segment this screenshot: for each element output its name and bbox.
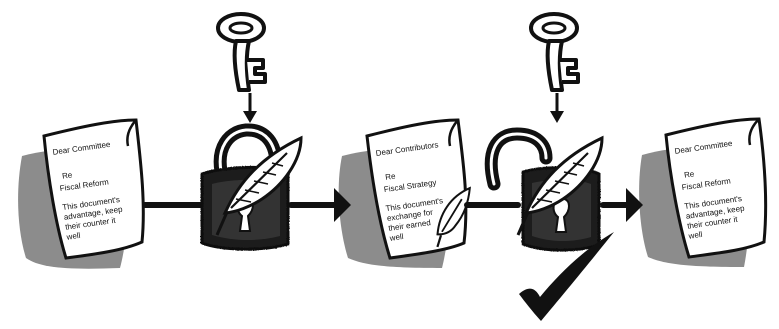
flow-arrow-4	[603, 188, 643, 222]
document-text-line-2: Re	[683, 169, 695, 179]
down-arrow-icon	[243, 93, 257, 123]
key-icon	[218, 14, 265, 90]
document-2: Dear Contributors Re Fiscal Strategy Thi…	[339, 120, 484, 268]
document-text-line-2: Re	[385, 171, 397, 181]
down-arrow-icon	[550, 93, 564, 123]
key-icon	[531, 14, 578, 90]
document-3: Dear Committee Re Fiscal Reform This doc…	[639, 119, 766, 267]
document-text-line-2: Re	[61, 170, 73, 180]
document-1: Dear Committee Re Fiscal Reform This doc…	[18, 120, 143, 269]
